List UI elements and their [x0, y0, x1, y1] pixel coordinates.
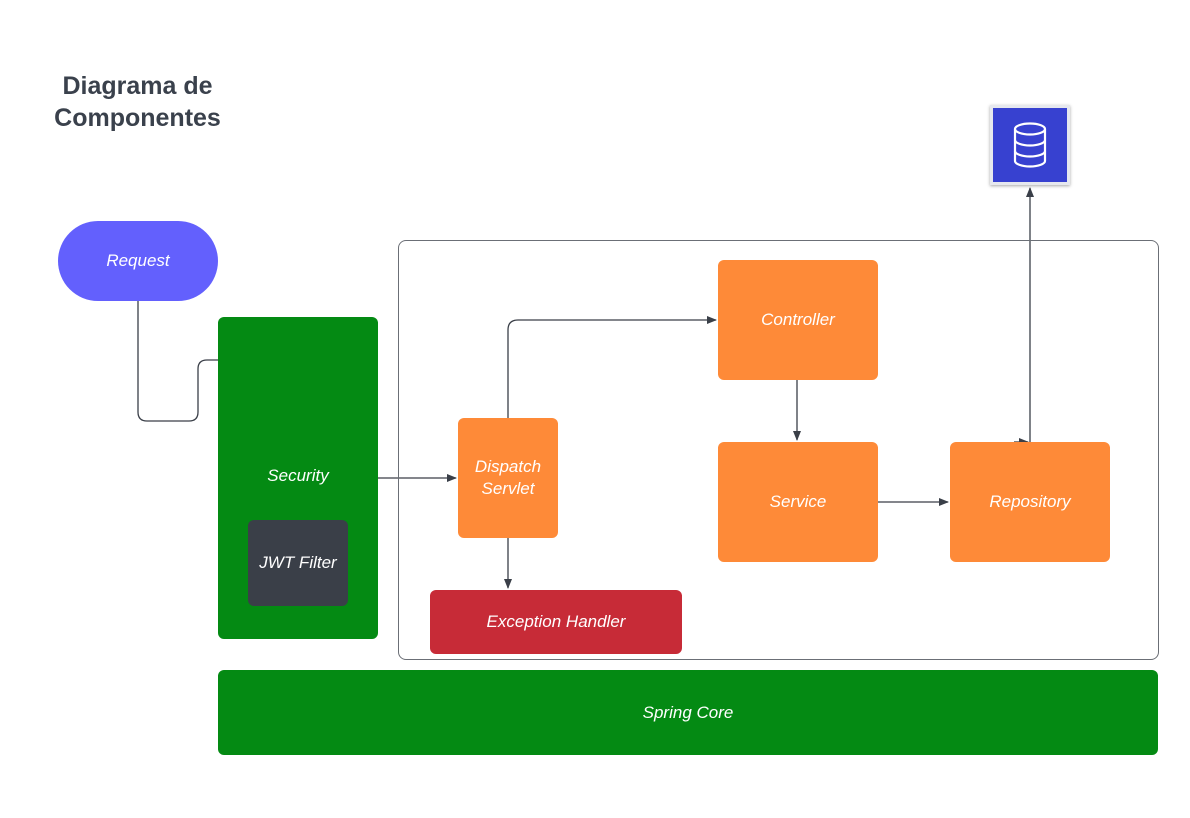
security-label: Security — [267, 466, 329, 485]
repository-node[interactable]: Repository — [950, 442, 1110, 562]
request-node[interactable]: Request — [58, 221, 218, 301]
jwt-filter-node[interactable]: JWT Filter — [248, 520, 348, 606]
diagram-title: Diagrama de Componentes — [54, 72, 221, 132]
request-to-security-connector — [137, 301, 218, 422]
service-node[interactable]: Service — [718, 442, 878, 562]
database-icon — [1013, 122, 1047, 168]
controller-node[interactable]: Controller — [718, 260, 878, 380]
spring-core-node[interactable]: Spring Core — [218, 670, 1158, 755]
dispatch-to-controller-arrow — [507, 316, 717, 418]
application-container — [398, 240, 1159, 660]
database-node[interactable] — [990, 105, 1070, 185]
dispatch-servlet-node[interactable]: Dispatch Servlet — [458, 418, 558, 538]
exception-handler-node[interactable]: Exception Handler — [430, 590, 682, 654]
